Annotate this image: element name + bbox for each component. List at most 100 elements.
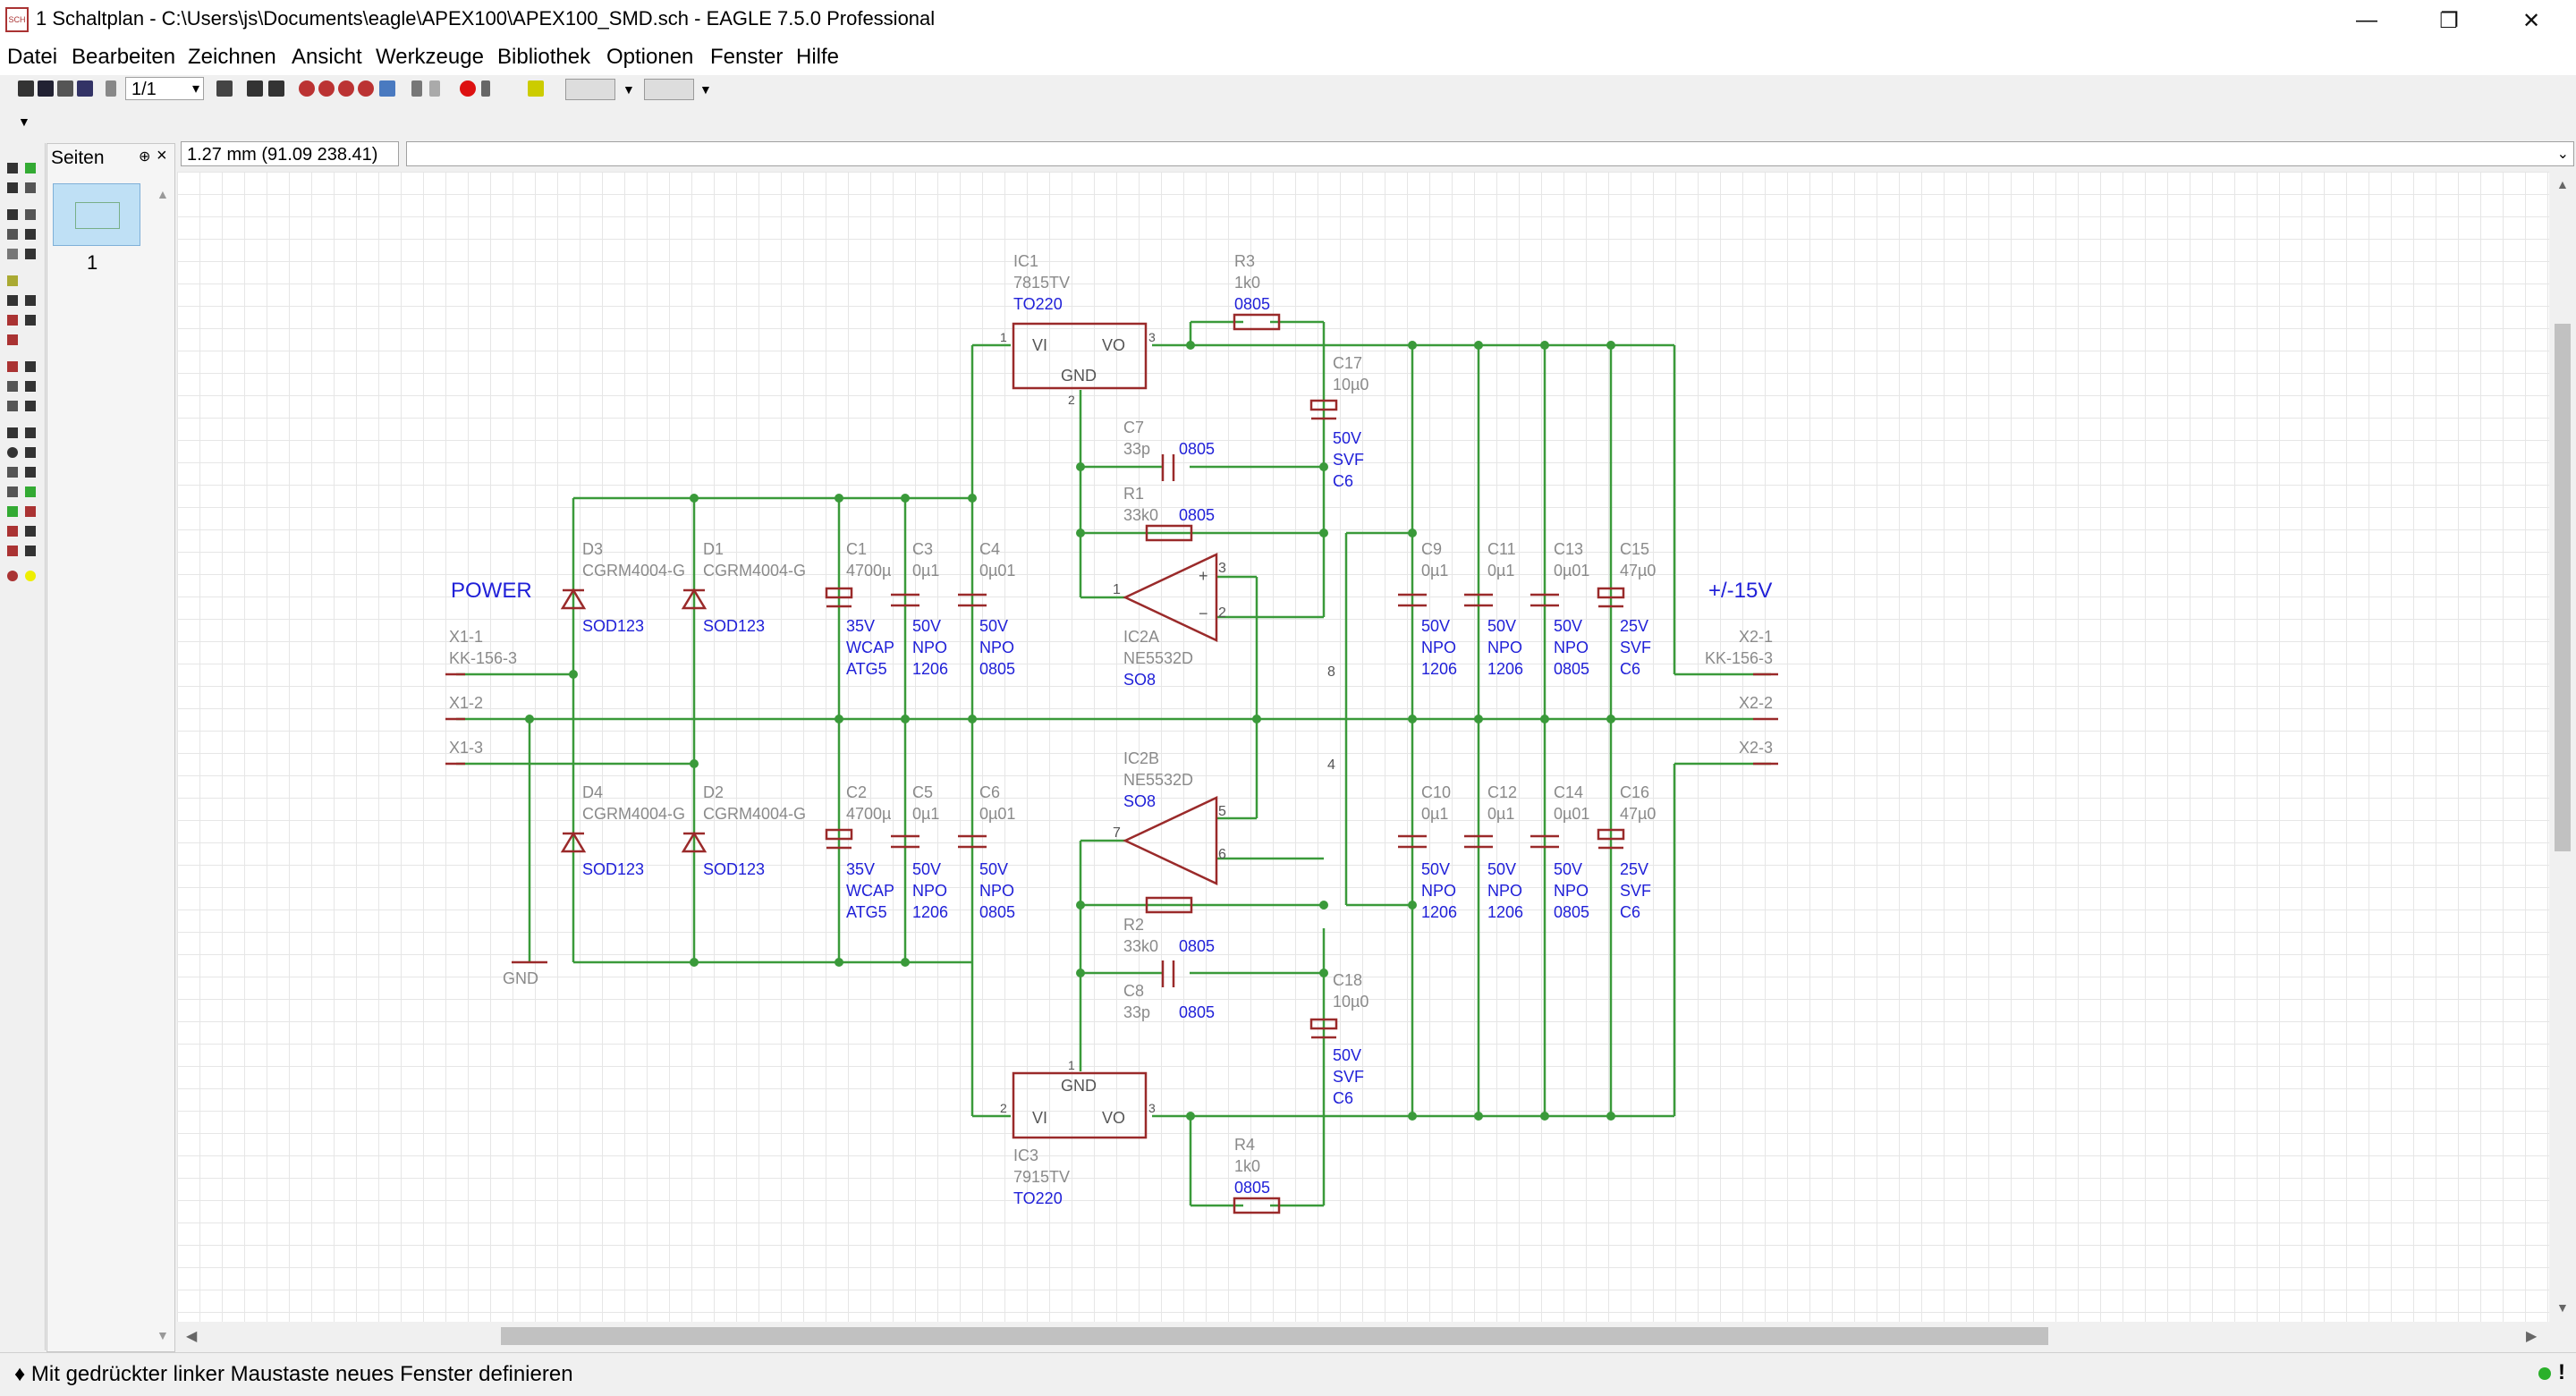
- close-panel-icon[interactable]: ×: [157, 146, 167, 165]
- menu-zeichnen[interactable]: Zeichnen: [188, 45, 276, 69]
- show-icon[interactable]: [25, 163, 36, 173]
- d1-symbol[interactable]: [681, 588, 708, 610]
- open-icon[interactable]: [18, 80, 34, 97]
- polygon-icon[interactable]: [25, 467, 36, 478]
- ic2b-symbol[interactable]: [1123, 796, 1218, 885]
- copy-icon[interactable]: [25, 209, 36, 220]
- horizontal-scroll-thumb[interactable]: [501, 1327, 2048, 1345]
- chevron-down-icon[interactable]: ▼: [18, 114, 30, 129]
- chevron-down-icon[interactable]: ▼: [699, 82, 712, 97]
- save-icon[interactable]: [38, 80, 54, 97]
- menu-optionen[interactable]: Optionen: [606, 45, 694, 69]
- replace-icon[interactable]: [25, 315, 36, 326]
- scroll-down-icon[interactable]: ▼: [2556, 1300, 2569, 1315]
- chevron-down-icon[interactable]: ▼: [623, 82, 635, 97]
- d2-symbol[interactable]: [681, 831, 708, 853]
- c18-symbol[interactable]: [1309, 1018, 1338, 1030]
- group-icon[interactable]: [7, 249, 18, 259]
- sheet-select[interactable]: 1/1 ▾: [125, 77, 204, 100]
- value-icon[interactable]: [25, 361, 36, 372]
- design-link-icon[interactable]: [565, 79, 615, 100]
- zoom-area-icon[interactable]: [379, 80, 395, 97]
- horizontal-scrollbar[interactable]: ◀ ▶: [177, 1322, 2549, 1350]
- circle-icon[interactable]: [7, 447, 18, 458]
- undo-icon[interactable]: [411, 80, 422, 97]
- bus-icon[interactable]: [7, 486, 18, 497]
- arc-icon[interactable]: [25, 447, 36, 458]
- ic1-symbol[interactable]: [1012, 322, 1148, 390]
- change-icon[interactable]: [25, 249, 36, 259]
- lock-icon[interactable]: [106, 80, 116, 97]
- menu-fenster[interactable]: Fenster: [710, 45, 784, 69]
- invoke-icon[interactable]: [25, 401, 36, 411]
- move-icon[interactable]: [7, 209, 18, 220]
- board-switch-icon[interactable]: [216, 80, 233, 97]
- mirror-icon[interactable]: [7, 229, 18, 240]
- rect-icon[interactable]: [7, 467, 18, 478]
- pinswap-icon[interactable]: [7, 315, 18, 326]
- erc-icon[interactable]: [7, 571, 18, 581]
- go-icon[interactable]: [481, 80, 490, 97]
- rotate-icon[interactable]: [25, 229, 36, 240]
- split-icon[interactable]: [7, 401, 18, 411]
- scroll-up-icon[interactable]: ▲: [2556, 177, 2569, 191]
- r3-symbol[interactable]: [1233, 313, 1281, 331]
- scroll-down-icon[interactable]: ▼: [157, 1328, 169, 1342]
- menu-ansicht[interactable]: Ansicht: [292, 45, 362, 69]
- cam-icon[interactable]: [77, 80, 93, 97]
- menu-werkzeuge[interactable]: Werkzeuge: [376, 45, 484, 69]
- dimension-icon[interactable]: [25, 526, 36, 537]
- print-icon[interactable]: [57, 80, 73, 97]
- zoom-in-icon[interactable]: [318, 80, 335, 97]
- vertical-scrollbar[interactable]: ▲ ▼: [2549, 172, 2576, 1322]
- ic3-symbol[interactable]: [1012, 1071, 1148, 1139]
- page-thumbnail[interactable]: [53, 183, 140, 246]
- display-icon[interactable]: [7, 182, 18, 193]
- menu-bibliothek[interactable]: Bibliothek: [497, 45, 591, 69]
- scroll-up-icon[interactable]: ▲: [157, 187, 169, 201]
- pin-icon[interactable]: ⊕: [139, 149, 151, 165]
- c17-symbol[interactable]: [1309, 399, 1338, 411]
- menu-bearbeiten[interactable]: Bearbeiten: [72, 45, 176, 69]
- mark-icon[interactable]: [25, 182, 36, 193]
- add-icon[interactable]: [25, 295, 36, 306]
- menu-hilfe[interactable]: Hilfe: [796, 45, 840, 69]
- chevron-down-icon[interactable]: ⌄: [2556, 147, 2569, 162]
- smash-icon[interactable]: [7, 381, 18, 392]
- scroll-right-icon[interactable]: ▶: [2526, 1329, 2538, 1344]
- script-icon[interactable]: [268, 80, 284, 97]
- errors-icon[interactable]: [25, 571, 36, 581]
- vertical-scroll-thumb[interactable]: [2555, 324, 2571, 851]
- command-input[interactable]: [406, 141, 2574, 166]
- restore-button[interactable]: ❐: [2439, 8, 2459, 33]
- ltspice-icon[interactable]: [644, 79, 694, 100]
- text-icon[interactable]: [25, 427, 36, 438]
- r2-symbol[interactable]: [1145, 896, 1193, 914]
- menu-datei[interactable]: Datei: [7, 45, 58, 69]
- miter-icon[interactable]: [25, 381, 36, 392]
- ulp-icon[interactable]: [247, 80, 263, 97]
- wire-icon[interactable]: [7, 427, 18, 438]
- r1-symbol[interactable]: [1145, 524, 1193, 542]
- close-button[interactable]: ✕: [2521, 8, 2541, 33]
- delete-icon[interactable]: [7, 295, 18, 306]
- junction-icon[interactable]: [7, 506, 18, 517]
- attribute-icon[interactable]: [7, 526, 18, 537]
- minimize-button[interactable]: —: [2356, 8, 2377, 32]
- scroll-left-icon[interactable]: ◀: [186, 1329, 198, 1344]
- help-icon[interactable]: [528, 80, 544, 97]
- name-icon[interactable]: [7, 361, 18, 372]
- schematic-canvas[interactable]: IC1 7815TV IC3 7915TV IC2A NE5532D IC2B …: [177, 172, 2549, 1322]
- gateswap-icon[interactable]: [7, 334, 18, 345]
- zoom-fit-icon[interactable]: [299, 80, 315, 97]
- redo-icon[interactable]: [429, 80, 440, 97]
- label-icon[interactable]: [25, 506, 36, 517]
- d4-symbol[interactable]: [560, 831, 587, 853]
- net-icon[interactable]: [25, 486, 36, 497]
- stop-icon[interactable]: [460, 80, 476, 97]
- zoom-out-icon[interactable]: [338, 80, 354, 97]
- info-icon[interactable]: [7, 163, 18, 173]
- d3-symbol[interactable]: [560, 588, 587, 610]
- ic2a-symbol[interactable]: [1123, 553, 1218, 642]
- frame-icon[interactable]: [7, 546, 18, 556]
